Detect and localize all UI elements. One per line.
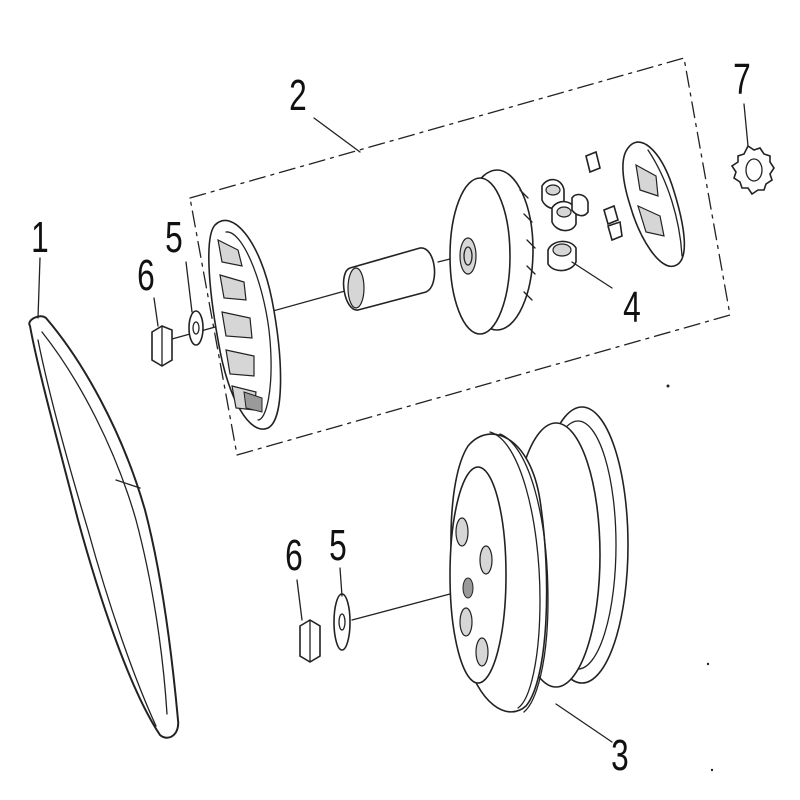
callout-1: 1	[31, 213, 49, 262]
sleeve	[342, 247, 436, 311]
fan-sheave	[208, 219, 282, 430]
stray-dot-1	[666, 384, 670, 388]
drive-belt	[28, 315, 180, 739]
rollers	[541, 150, 623, 272]
leader-7	[743, 103, 749, 147]
callout-7: 7	[733, 55, 751, 104]
leader-1	[37, 257, 41, 319]
callout-2: 2	[289, 71, 307, 120]
callout-6-lower: 6	[285, 531, 303, 580]
washer-lower-hole	[338, 613, 346, 631]
movable-drive-face	[449, 169, 536, 335]
stray-dot-3	[710, 768, 714, 772]
washer-lower	[333, 593, 351, 651]
leader-2	[313, 117, 361, 153]
gear	[730, 144, 775, 196]
leader-6-upper	[153, 297, 159, 327]
callout-3: 3	[611, 731, 629, 780]
leader-5-upper	[185, 261, 193, 313]
leader-6-lower	[296, 579, 303, 621]
callout-5-upper: 5	[165, 213, 183, 262]
washer-upper-hole	[192, 321, 200, 335]
leader-4	[571, 261, 613, 289]
leader-5-lower	[339, 567, 343, 597]
driven-pulley	[449, 406, 629, 713]
lower-shaft-axis	[351, 589, 466, 621]
callout-6-upper: 6	[137, 251, 155, 300]
washer-upper	[188, 310, 204, 346]
ramp-plate	[622, 141, 686, 268]
callout-4: 4	[623, 283, 641, 332]
callout-5-lower: 5	[329, 521, 347, 570]
assembly-2-boundary	[189, 57, 731, 456]
stray-dot-2	[706, 662, 710, 666]
leader-3	[555, 703, 613, 743]
